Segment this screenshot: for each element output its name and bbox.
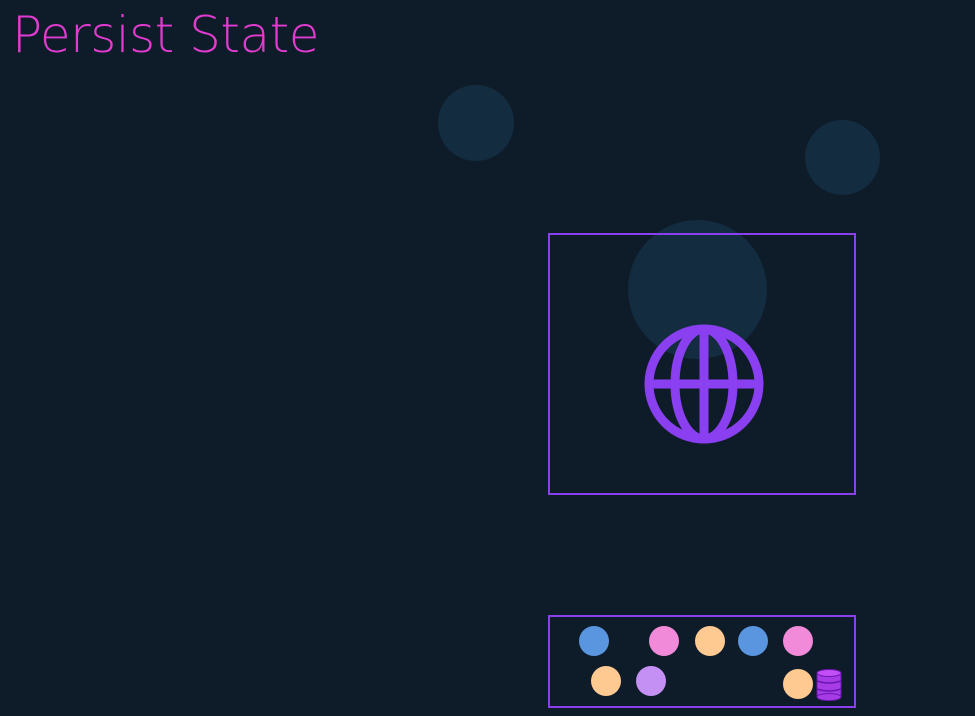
database-icon — [816, 669, 842, 701]
state-dot — [649, 626, 679, 656]
globe-icon — [644, 324, 764, 444]
state-dot — [783, 626, 813, 656]
state-dot — [695, 626, 725, 656]
state-dot — [783, 669, 813, 699]
faded-circle — [438, 85, 514, 161]
state-dot — [591, 666, 621, 696]
state-dot — [738, 626, 768, 656]
storage-box — [548, 615, 856, 708]
server-box — [548, 233, 856, 495]
faded-circle — [628, 220, 767, 359]
page-title: Persist State — [12, 6, 320, 64]
state-dot — [579, 626, 609, 656]
faded-circle — [805, 120, 880, 195]
state-dot — [636, 666, 666, 696]
